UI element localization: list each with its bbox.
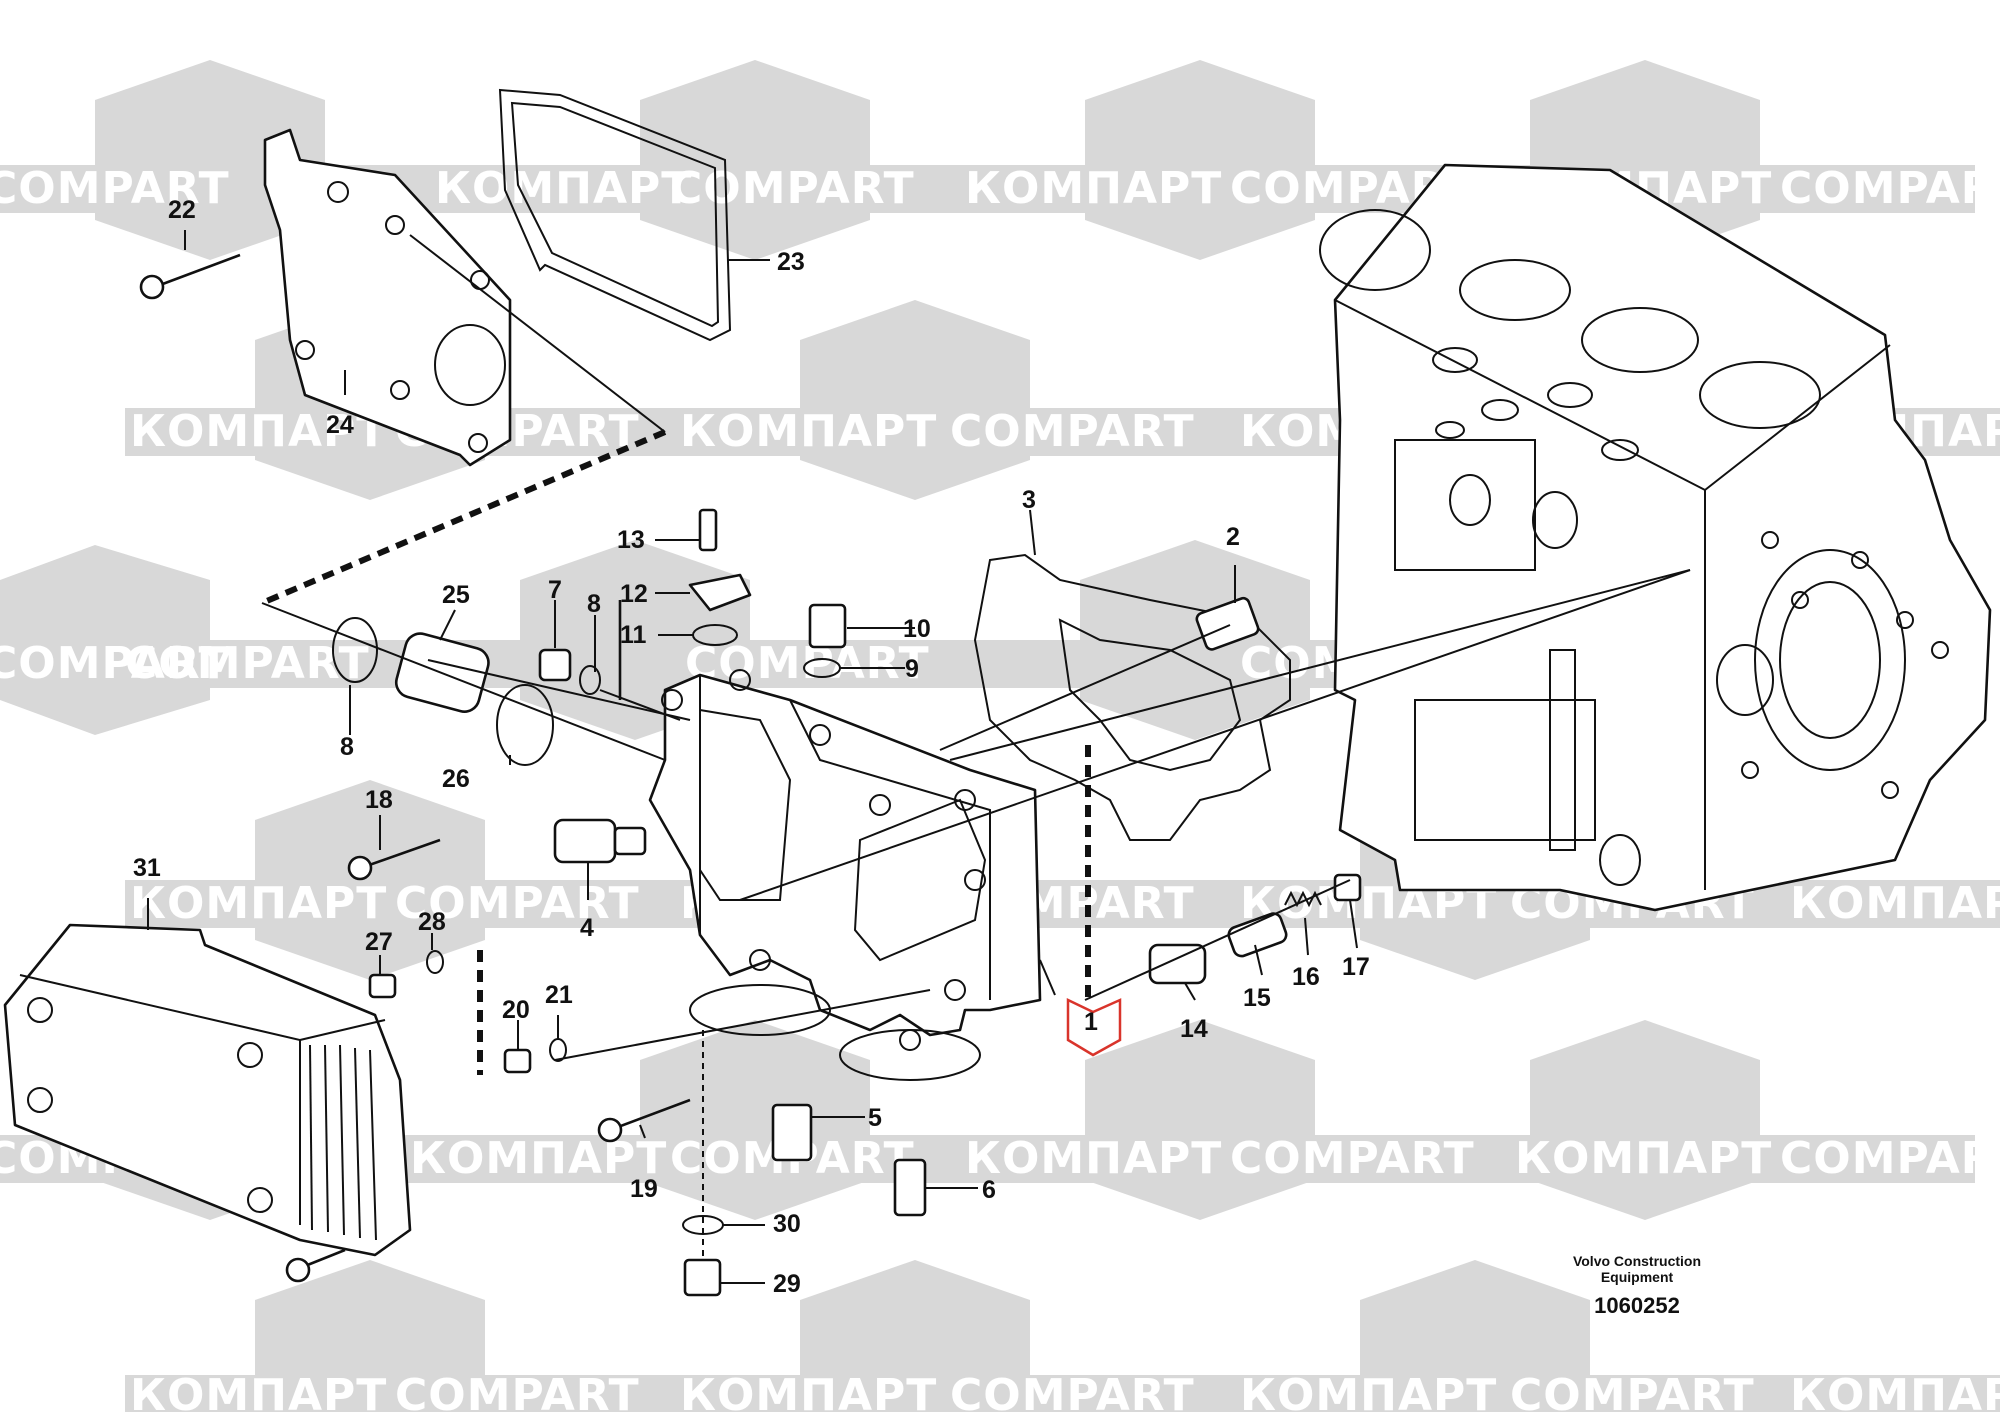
callout-22: 22 [168,196,196,224]
wm-compart: COMPART [395,878,640,929]
callout-15: 15 [1243,984,1271,1012]
callout-10: 10 [903,615,931,643]
callout-21: 21 [545,981,573,1009]
document-number: 1060252 [1594,1293,1680,1318]
wm-kompart: КОМПАРТ [965,1133,1222,1184]
wm-kompart: КОМПАРТ [130,1370,387,1412]
wm-compart: COMPART [1510,1370,1755,1412]
callout-1: 1 [1084,1008,1098,1036]
maker-line-1: Volvo Construction [1573,1253,1701,1269]
cover-plate-24 [263,128,512,467]
wm-kompart: КОМПАРТ [130,406,387,457]
wm-kompart: КОМПАРТ [1790,878,2000,929]
wm-compart: COMPART [950,406,1195,457]
callout-17: 17 [1342,953,1370,981]
callout-24: 24 [326,411,354,439]
wm-kompart: КОМПАРТ [1515,1133,1772,1184]
callout-26: 26 [442,765,470,793]
callout-4: 4 [580,914,594,942]
wm-kompart: КОМПАРТ [410,1133,667,1184]
callout-leaders [147,230,1358,1284]
callout-13: 13 [617,526,645,554]
callout-7: 7 [548,576,562,604]
wm-kompart: КОМПАРТ [680,406,937,457]
callout-27: 27 [365,928,393,956]
gasket-3 [973,553,1291,841]
footer-caption: Volvo Construction Equipment 1060252 [1573,1253,1701,1318]
wm-compart: COMPART [395,1370,640,1412]
wm-kompart: КОМПАРТ [1240,1370,1497,1412]
callout-2: 2 [1226,523,1240,551]
callout-labels: 1 2 3 4 5 6 7 8 8 9 10 11 12 13 14 15 16… [133,196,1370,1298]
highlight-hexagon [1066,998,1122,1057]
wm-compart: COMPART [670,163,915,214]
callout-12: 12 [620,580,648,608]
wm-compart: COMPART [125,638,370,689]
callout-18: 18 [365,786,393,814]
callout-16: 16 [1292,963,1320,991]
wm-compart: COMPART [0,163,230,214]
callout-19: 19 [630,1175,658,1203]
wm-compart: COMPART [1780,1133,2000,1184]
callout-29: 29 [773,1270,801,1298]
callout-5: 5 [868,1104,882,1132]
callout-9: 9 [905,655,919,683]
wm-kompart: КОМПАРТ [435,163,692,214]
wm-kompart: КОМПАРТ [680,1370,937,1412]
callout-6: 6 [982,1176,996,1204]
callout-31: 31 [133,854,161,882]
maker-line-2: Equipment [1601,1269,1674,1285]
wm-compart: COMPART [0,638,230,689]
wm-compart: COMPART [1230,1133,1475,1184]
gasket-23 [498,88,732,342]
callout-3: 3 [1022,486,1036,514]
wm-compart: COMPART [950,1370,1195,1412]
wm-kompart: КОМПАРТ [130,878,387,929]
callout-8-upper: 8 [587,590,601,618]
wm-kompart: КОМПАРТ [1790,1370,2000,1412]
callout-8-lower: 8 [340,733,354,761]
filter-housing-1 [618,600,1042,1081]
callout-23: 23 [777,248,805,276]
engine-block [1319,163,1992,912]
callout-14: 14 [1180,1015,1208,1043]
wm-compart: COMPART [1780,163,2000,214]
callout-11: 11 [620,621,647,649]
callout-28: 28 [418,908,446,936]
callout-30: 30 [773,1210,801,1238]
callout-25: 25 [442,581,470,609]
callout-20: 20 [502,996,530,1024]
wm-kompart: КОМПАРТ [965,163,1222,214]
oil-cooler-31 [3,923,412,1257]
assembly-lines [260,234,1691,1260]
